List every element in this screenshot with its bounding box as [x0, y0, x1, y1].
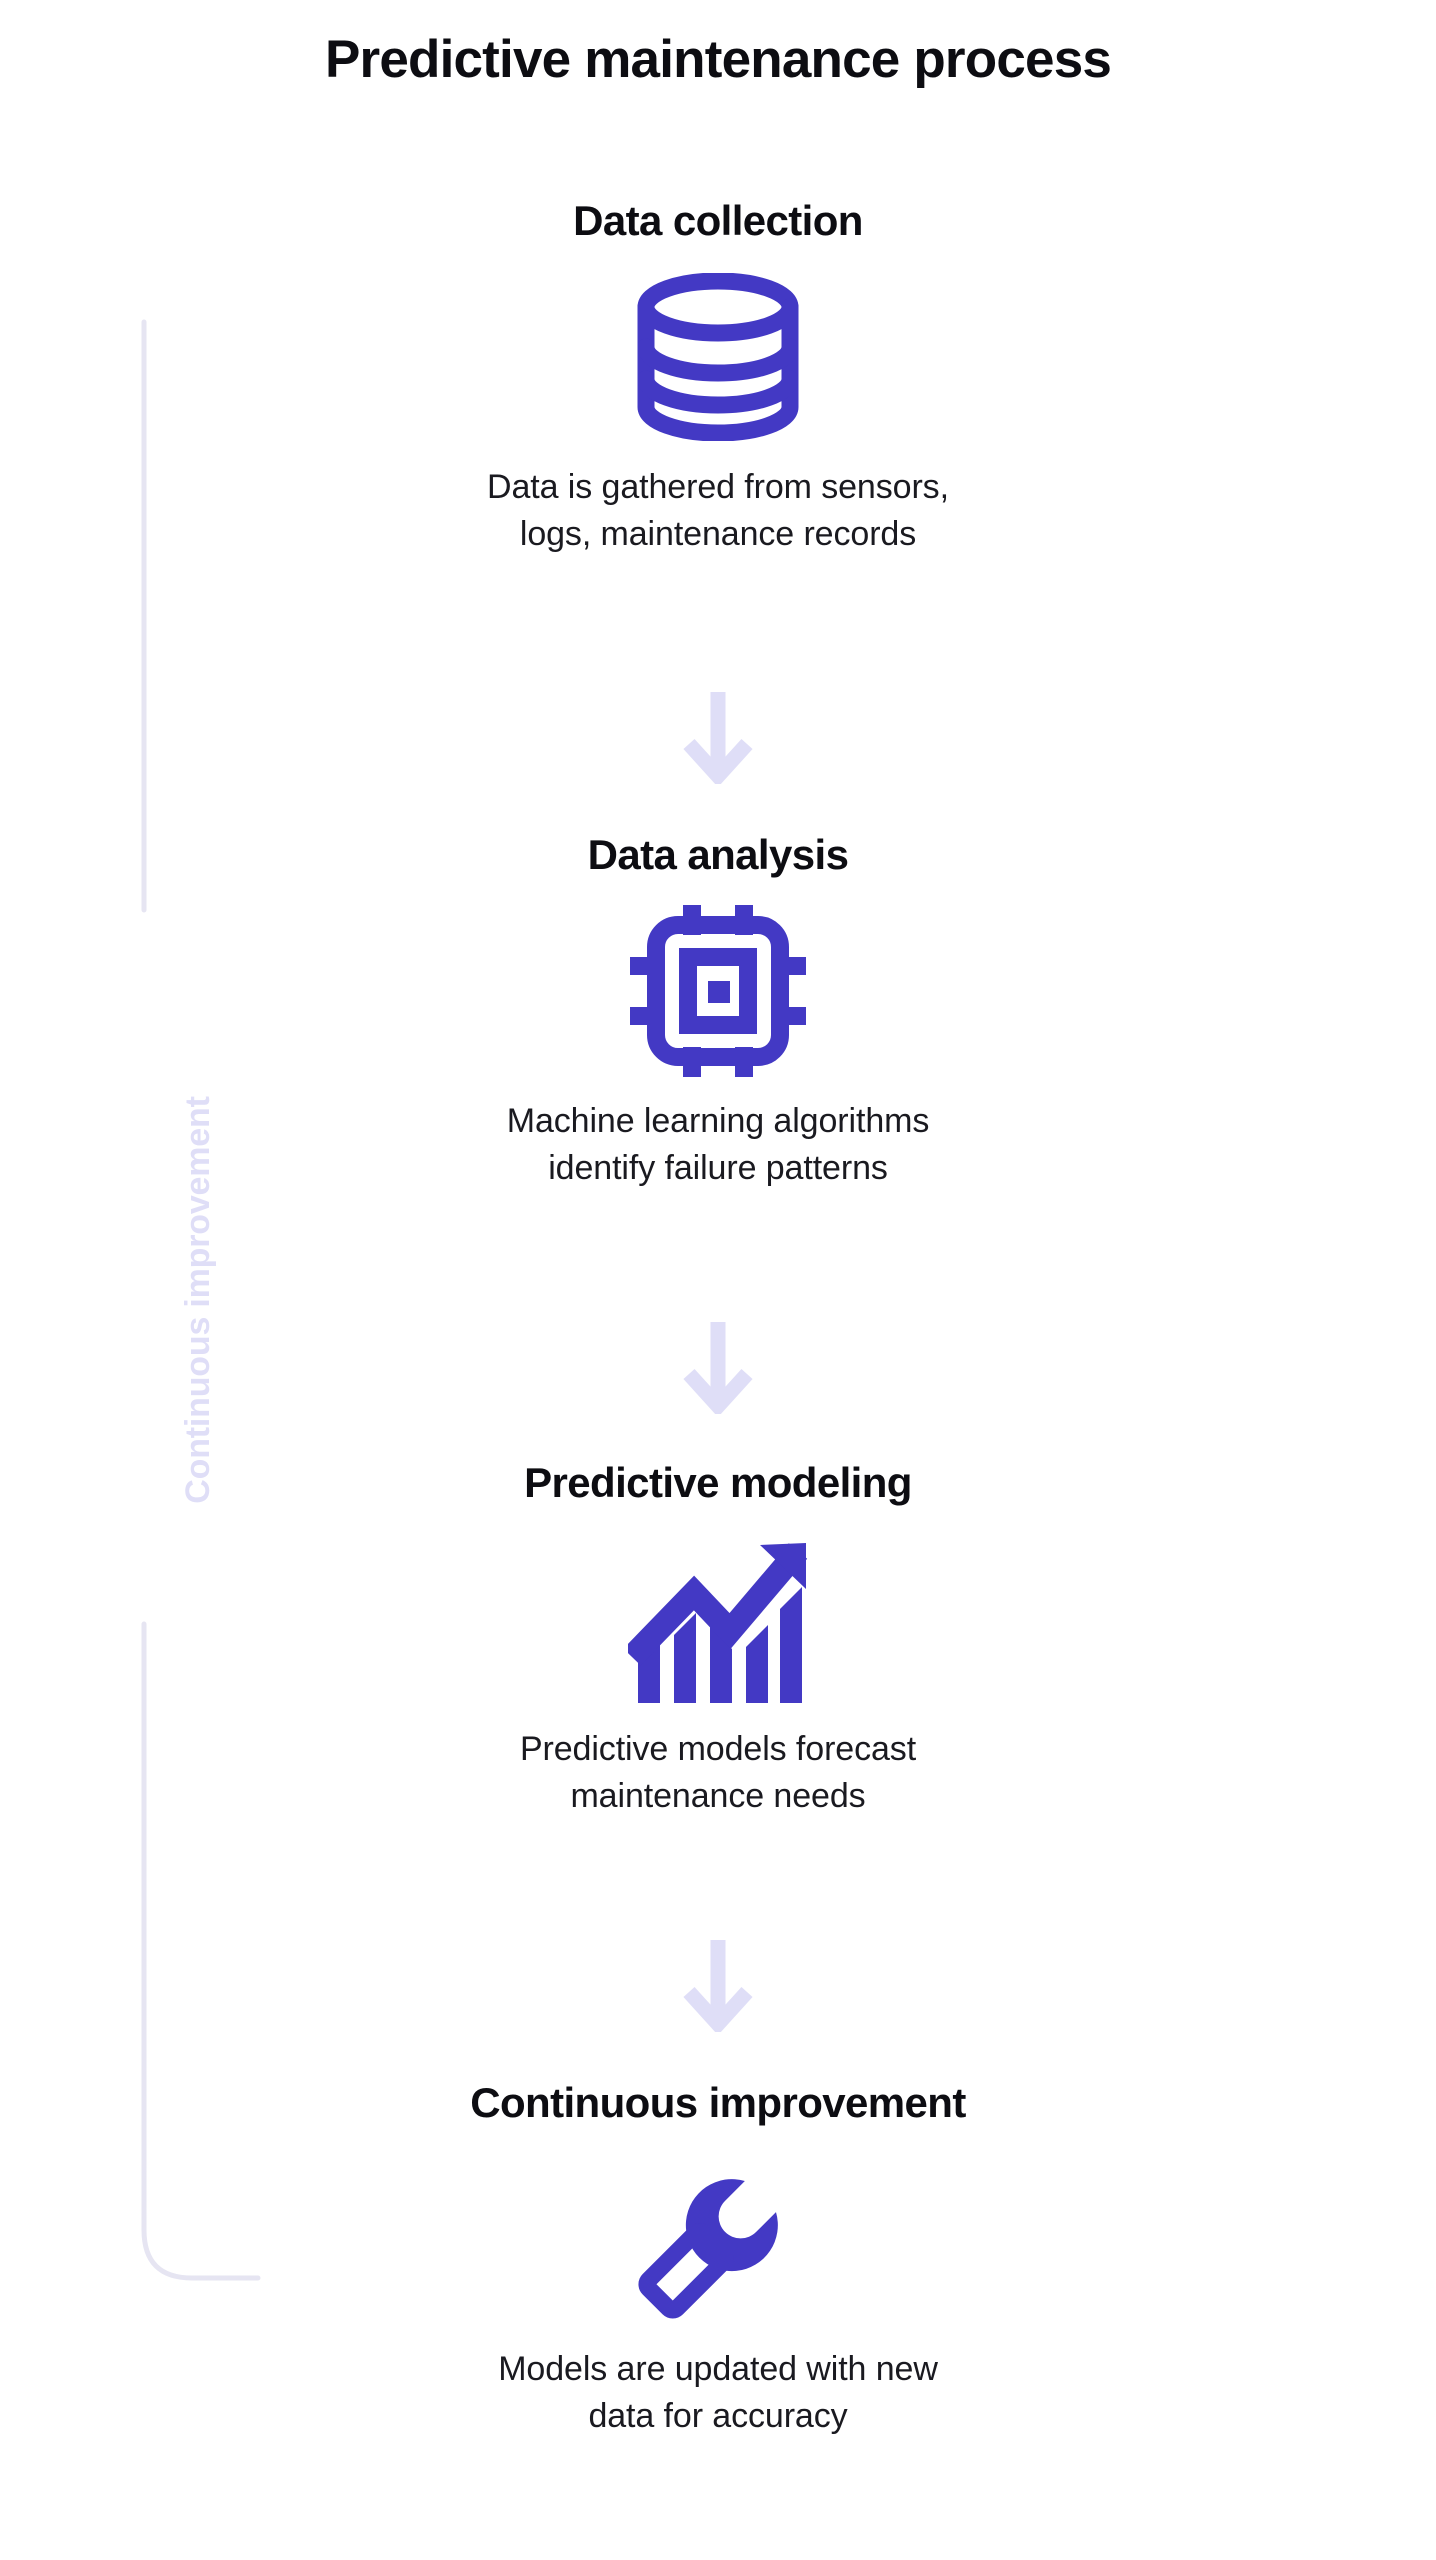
step-description-line: identify failure patterns: [548, 1148, 888, 1187]
arrow-down-3-icon: [0, 1936, 1436, 2032]
step-title: Data analysis: [587, 831, 849, 878]
step-data-analysis: Data analysis: [0, 830, 1436, 1191]
step-description: Predictive models forecast maintenance n…: [0, 1726, 1436, 1818]
database-icon: [623, 272, 813, 442]
step-data-collection: Data collection Data is gathered from se…: [0, 196, 1436, 557]
step-description-line: Predictive models forecast: [519, 1730, 917, 1769]
step-title: Predictive modeling: [524, 1459, 912, 1506]
step-title: Continuous improvement: [470, 2079, 966, 2126]
step-description: Data is gathered from sensors, logs, mai…: [0, 464, 1436, 556]
step-title: Data collection: [573, 197, 863, 244]
growth-chart-icon: [623, 1534, 813, 1704]
wrench-icon: [623, 2154, 813, 2324]
step-description-line: Models are updated with new: [498, 2350, 938, 2389]
step-continuous-improvement: Continuous improvement Models are update…: [0, 2078, 1436, 2439]
step-description-line: maintenance needs: [570, 1776, 866, 1815]
cpu-chip-icon: [623, 905, 813, 1078]
page-title: Predictive maintenance process: [324, 30, 1112, 89]
step-description: Models are updated with new data for acc…: [0, 2346, 1436, 2438]
arrow-down-1-icon: [0, 688, 1436, 784]
step-description: Machine learning algorithms identify fai…: [0, 1098, 1436, 1190]
step-description-line: Data is gathered from sensors,: [487, 468, 949, 507]
step-description-line: data for accuracy: [588, 2396, 848, 2435]
arrow-down-2-icon: [0, 1318, 1436, 1414]
step-description-line: Machine learning algorithms: [506, 1102, 930, 1141]
step-description-line: logs, maintenance records: [519, 514, 917, 553]
step-predictive-modeling: Predictive modeling Predictive models fo…: [0, 1458, 1436, 1819]
